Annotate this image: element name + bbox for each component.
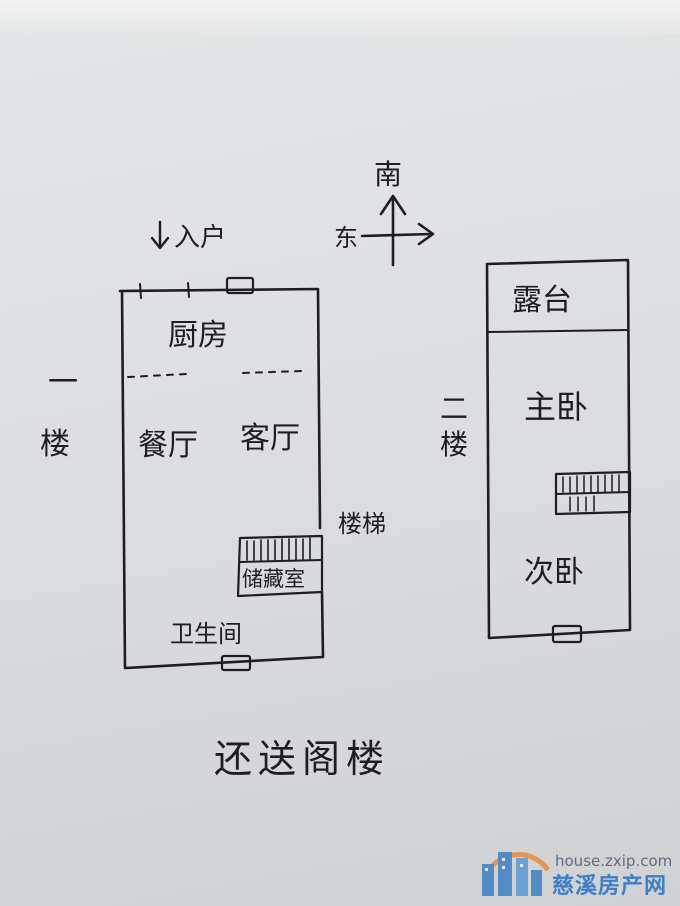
dining-label: 餐厅 bbox=[138, 428, 198, 463]
entrance-marker: 入户 bbox=[150, 220, 226, 253]
stairs-divider bbox=[239, 559, 323, 563]
entrance-label: 入户 bbox=[174, 223, 226, 253]
floor2-stairs-box bbox=[554, 470, 632, 516]
compass-east-label: 东 bbox=[334, 224, 358, 252]
floor1-window-top bbox=[225, 276, 255, 295]
floor2-stairs-divider bbox=[555, 491, 631, 495]
floor2-label-bottom: 楼 bbox=[440, 428, 468, 461]
stairs-box bbox=[236, 534, 324, 598]
compass: 南 东 bbox=[334, 158, 435, 267]
entrance-arrowhead bbox=[150, 236, 170, 250]
floor1-label-top: 一 bbox=[48, 365, 78, 400]
compass-north-arrowhead bbox=[379, 194, 407, 216]
kitchen-label: 厨房 bbox=[168, 318, 228, 353]
master-bedroom-label: 主卧 bbox=[524, 388, 588, 426]
terrace-divider bbox=[487, 329, 629, 333]
kitchen-divider bbox=[127, 370, 303, 378]
floor2-stairs-steps bbox=[562, 474, 620, 512]
stairs-steps bbox=[246, 537, 311, 561]
compass-north-label: 南 bbox=[374, 158, 402, 191]
stairs-label: 楼梯 bbox=[338, 510, 386, 538]
watermark-url: house.zxip.com bbox=[555, 852, 672, 870]
terrace-label: 露台 bbox=[512, 283, 572, 318]
floor1-plan: 厨房 餐厅 客厅 楼梯 储藏室 卫生间 bbox=[118, 276, 386, 672]
floor1-door-ticks bbox=[139, 282, 190, 299]
building-logo-icon bbox=[481, 852, 551, 896]
compass-east-arrow bbox=[360, 232, 434, 238]
floor2-plan: 露台 主卧 次卧 bbox=[485, 258, 632, 644]
second-bedroom-label: 次卧 bbox=[524, 555, 584, 590]
floor1-label-bottom: 楼 bbox=[40, 427, 70, 462]
bathroom-label: 卫生间 bbox=[170, 620, 242, 648]
floor1-outline bbox=[118, 287, 325, 670]
floor2-outline bbox=[485, 258, 632, 640]
living-label: 客厅 bbox=[240, 421, 300, 456]
caption-text: 还送阁楼 bbox=[214, 737, 390, 781]
floor1-stairs bbox=[236, 534, 324, 598]
floor1-window-bottom bbox=[220, 654, 252, 672]
floor2-window-bottom bbox=[551, 624, 583, 644]
watermark-name: 慈溪房产网 bbox=[552, 873, 667, 899]
watermark: house.zxip.com 慈溪房产网 bbox=[481, 852, 672, 899]
table-edge bbox=[0, 0, 680, 34]
floor2-stairs bbox=[554, 470, 632, 516]
storage-label: 储藏室 bbox=[242, 567, 305, 591]
floor2-label-top: 二 bbox=[440, 392, 468, 425]
compass-east-arrowhead bbox=[417, 222, 435, 246]
